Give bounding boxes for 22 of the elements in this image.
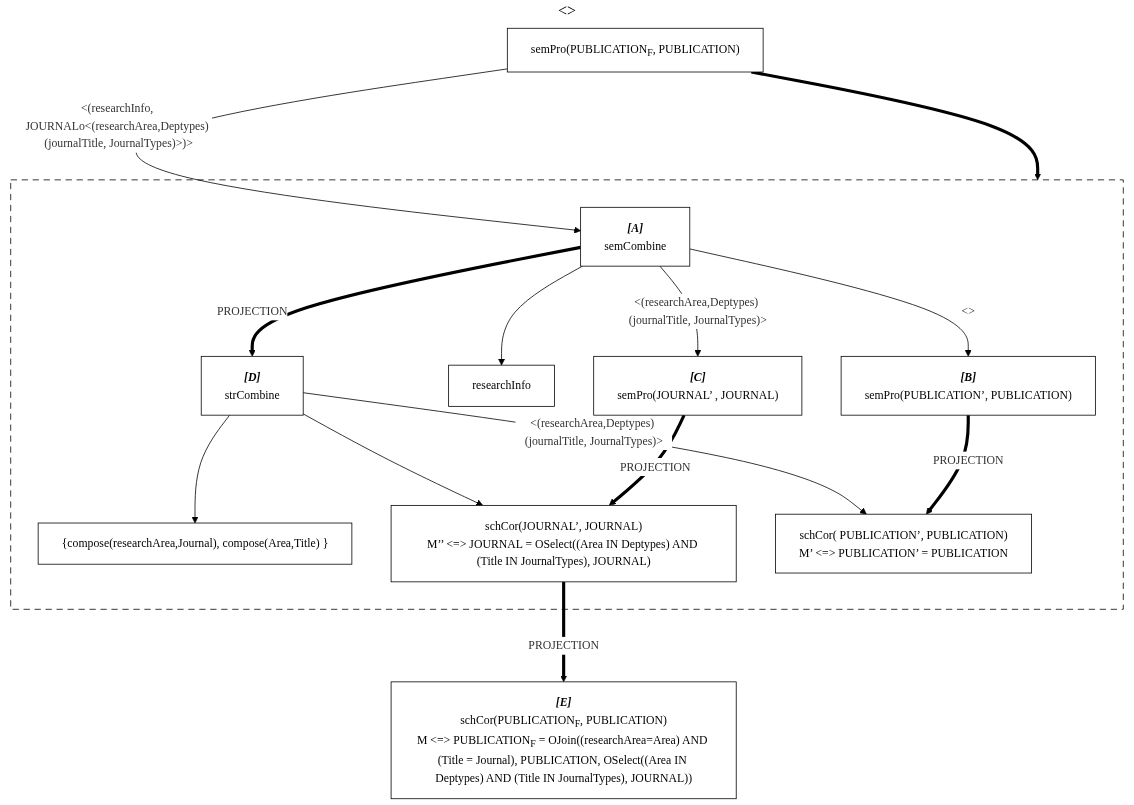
- arrow: [248, 245, 581, 357]
- edge-label: <(researchInfo, JOURNALo<(researchArea,Deptypes) (journalTitle, JournalTypes)>)>: [25, 101, 209, 150]
- edge-label: <(researchArea,Deptypes) (journalTitle, JournalTypes)>: [524, 417, 663, 448]
- node-box: [C] semPro(JOURNAL’ , JOURNAL): [593, 355, 803, 416]
- node-box: {compose(researchArea,Journal), compose(Area,Title) }: [37, 522, 353, 565]
- edge-label: <(researchArea,Deptypes) (journalTitle, JournalTypes)>: [628, 295, 767, 327]
- cluster: [10, 179, 1124, 610]
- edge-label: PROJECTION: [932, 453, 1004, 467]
- note-text: <>: [557, 2, 576, 19]
- node-box: schCor(JOURNAL’, JOURNAL) M’’ <=> JOURNAL = OSelect((Area IN Deptypes) AND (Title IN JournalTypes), JOURNAL): [390, 505, 737, 583]
- node-box: researchInfo: [448, 364, 555, 407]
- node-box: [A] semCombine: [580, 206, 691, 267]
- edge-label: PROJECTION: [619, 460, 691, 473]
- edge-label: PROJECTION: [528, 639, 599, 652]
- edge-label: <>: [961, 304, 975, 318]
- node-box: [E] schCor(PUBLICATION$_{F}$, PUBLICATION) M <=> PUBLICATION$_{F}$ = OJoin((researchArea=Area) AND (Title = Journal), PUBLICATION, OSelect((Area IN Deptypes) AND (Title IN JournalTypes), JOURNAL)): [390, 681, 737, 800]
- node-box: schCor( PUBLICATION’, PUBLICATION) M’ <=> PUBLICATION’ = PUBLICATION: [775, 513, 1032, 574]
- node-box: semPro(PUBLICATION$_{F}$, PUBLICATION): [506, 27, 764, 73]
- edge-label: PROJECTION: [216, 304, 288, 318]
- arrow: [751, 70, 1042, 181]
- node-box: [D] strCombine: [200, 355, 304, 416]
- node-box: [B] semPro(PUBLICATION’, PUBLICATION): [840, 355, 1096, 416]
